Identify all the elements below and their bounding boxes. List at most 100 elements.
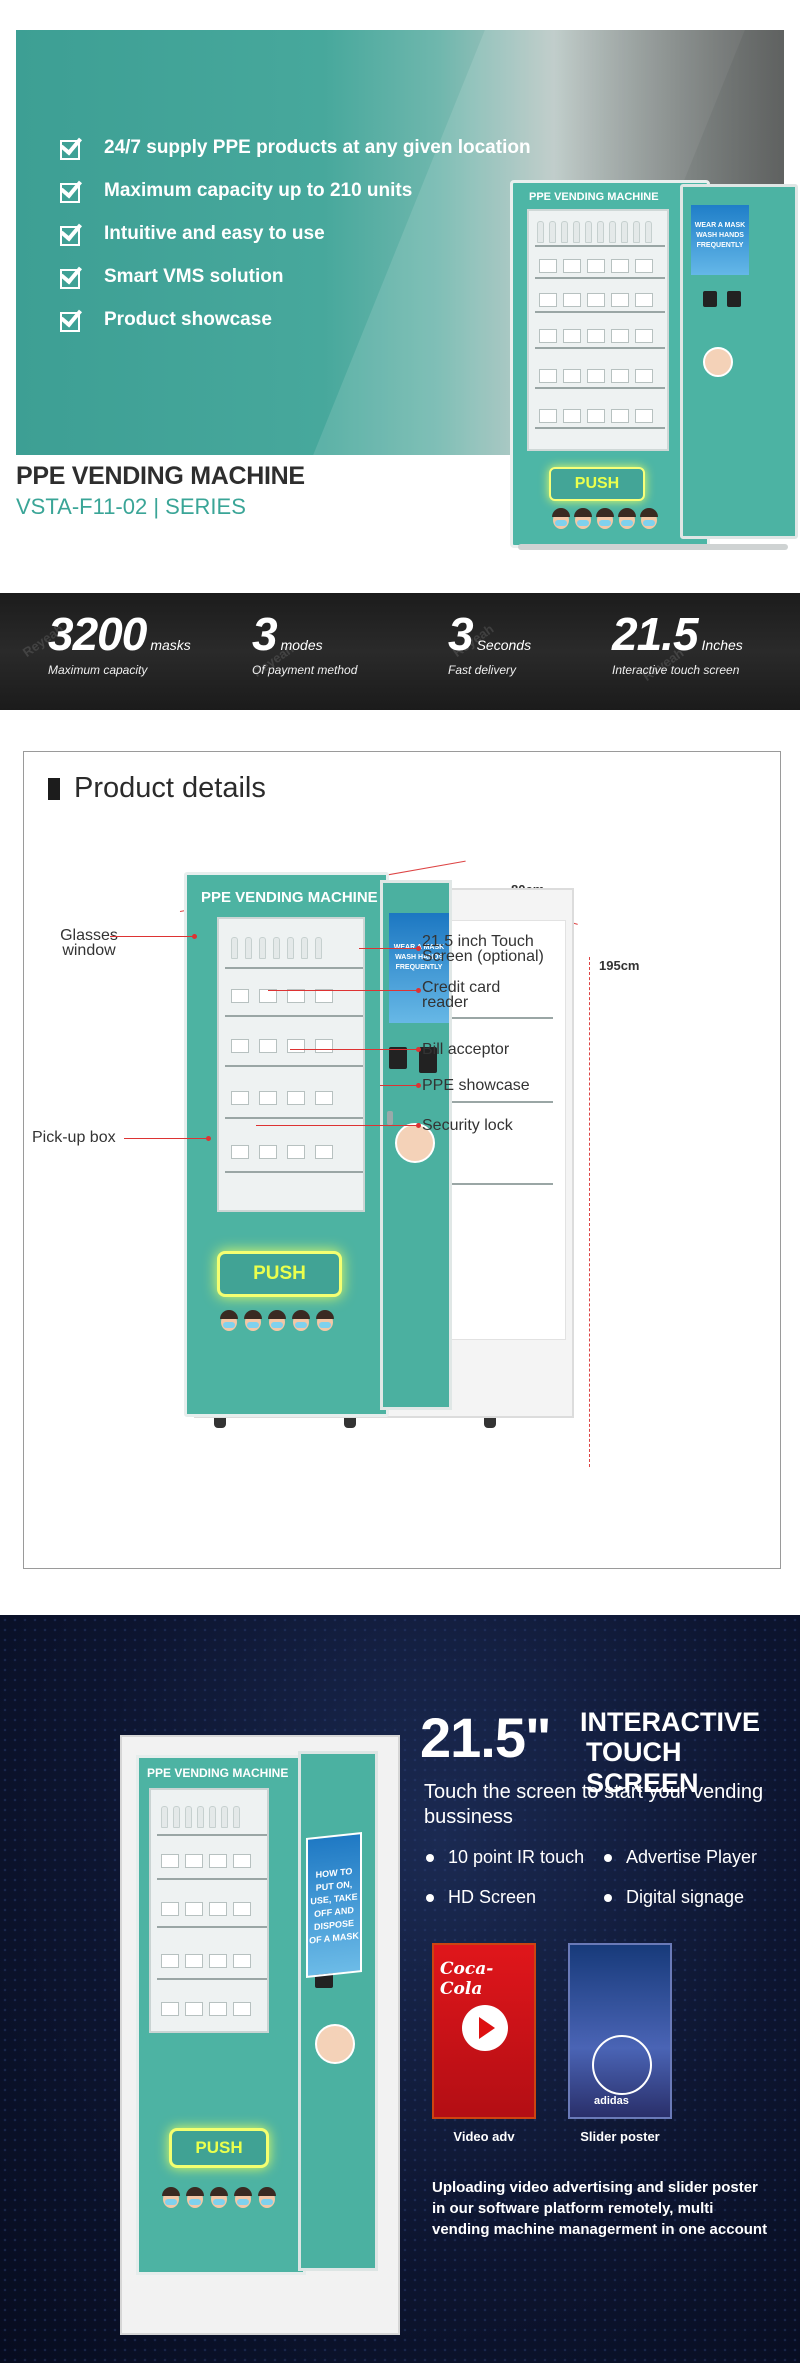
- push-door-label: PUSH: [549, 467, 645, 501]
- person-icon: [618, 508, 636, 529]
- person-icon: [186, 2187, 204, 2208]
- leader-line: [268, 990, 418, 991]
- bullet-item: 10 point IR touch: [426, 1847, 584, 1868]
- slider-poster: adidas: [568, 1943, 672, 2119]
- swipe-icon: [592, 2035, 652, 2095]
- screen-size-heading: 21.5": [420, 1706, 552, 1769]
- section-heading-text: Product details: [74, 772, 266, 804]
- heading-marker: [48, 777, 60, 800]
- person-icon: [162, 2187, 180, 2208]
- stat-value: 3: [252, 608, 278, 660]
- machine-title: PPE VENDING MACHINE: [529, 191, 659, 203]
- feature-text: Maximum capacity up to 210 units: [104, 179, 413, 201]
- security-lock-icon: [387, 1111, 393, 1125]
- upload-description: Uploading video advertising and slider p…: [432, 2179, 768, 2238]
- person-icon: [210, 2187, 228, 2208]
- stat-desc: Interactive touch screen: [612, 663, 740, 677]
- feature-text: Product showcase: [104, 308, 272, 330]
- label-pickup-box: Pick-up box: [32, 1129, 116, 1146]
- checkbox-icon: [59, 260, 86, 289]
- leader-line: [110, 936, 194, 937]
- person-icon: [640, 508, 658, 529]
- machine-body: PPE VENDING MACHINE PUSH: [510, 180, 710, 548]
- label-credit-card-reader: Credit card reader: [422, 979, 501, 1011]
- label-ppe-showcase: PPE showcase: [422, 1077, 530, 1094]
- stat-desc: Fast delivery: [448, 663, 517, 677]
- feature-item: 24/7 supply PPE products at any given lo…: [59, 126, 531, 169]
- leader-line: [290, 1049, 418, 1050]
- stat-value: 21.5: [612, 608, 699, 660]
- leader-line: [256, 1125, 418, 1126]
- person-icon: [596, 508, 614, 529]
- person-icon: [292, 1310, 310, 1331]
- product-series: VSTA-F11-02 | SERIES: [16, 494, 246, 519]
- person-icon: [268, 1310, 286, 1331]
- doctor-icon: [703, 347, 733, 377]
- bill-acceptor-icon: [419, 1047, 437, 1073]
- feature-text: Intuitive and easy to use: [104, 222, 325, 244]
- glasses-window: [217, 917, 365, 1212]
- feature-item: Product showcase: [59, 298, 531, 341]
- leader-dot: [416, 946, 421, 951]
- play-icon: [462, 2005, 508, 2051]
- product-details-panel: Product details 123cm 80cm 195cm PPE VEN…: [23, 751, 781, 1569]
- bullet-item: HD Screen: [426, 1887, 536, 1908]
- person-icon: [574, 508, 592, 529]
- push-door-label: PUSH: [169, 2128, 269, 2168]
- poster-caption: Video adv: [453, 2129, 515, 2144]
- machine-door: PPE VENDING MACHINE PUSH: [184, 872, 389, 1417]
- screen-popout: HOW TO PUT ON, USE, TAKE OFF AND DISPOSE…: [306, 1832, 362, 1978]
- leader-dot: [206, 1136, 211, 1141]
- stat-unit: masks: [150, 637, 191, 653]
- hero-section: 24/7 supply PPE products at any given lo…: [0, 0, 800, 560]
- person-icon: [316, 1310, 334, 1331]
- pickup-box: PUSH: [217, 1251, 342, 1297]
- person-icon: [220, 1310, 238, 1331]
- card-reader-icon: [389, 1047, 407, 1069]
- bullet-item: Digital signage: [604, 1887, 744, 1908]
- touch-screen-section: PPE VENDING MACHINE PUSH HOW TO: [0, 1615, 800, 2363]
- feature-text: Smart VMS solution: [104, 265, 284, 287]
- label-bill-acceptor: Bill acceptor: [422, 1041, 510, 1058]
- touch-screen: WEAR A MASK WASH HANDS FREQUENTLY: [691, 205, 749, 275]
- poster-brand: Coca-Cola: [440, 1959, 494, 1999]
- machine-title: PPE VENDING MACHINE: [147, 1766, 289, 1780]
- leader-line: [359, 948, 419, 949]
- machine-side-panel: [298, 1751, 378, 2271]
- stat-unit: modes: [280, 637, 323, 653]
- machine-title: PPE VENDING MACHINE: [201, 889, 378, 906]
- person-icon: [258, 2187, 276, 2208]
- feature-item: Maximum capacity up to 210 units: [59, 169, 531, 212]
- section-heading: Product details: [48, 772, 266, 805]
- heading-line-2: TOUCH SCREEN: [586, 1737, 699, 1798]
- poster-brand: adidas: [594, 2095, 629, 2107]
- stat-value: 3200: [48, 608, 147, 660]
- machine-base: [518, 544, 788, 550]
- feature-item: Smart VMS solution: [59, 255, 531, 298]
- touch-screen: WEAR A MASK WASH HANDS FREQUENTLY: [389, 913, 449, 1023]
- person-icon: [234, 2187, 252, 2208]
- vending-machine-image: PPE VENDING MACHINE PUSH HOW TO: [110, 1735, 410, 2335]
- leader-dot: [416, 1123, 421, 1128]
- height-dimension-line: [589, 957, 590, 1467]
- machine-side-panel: WEAR A MASK WASH HANDS FREQUENTLY: [680, 184, 798, 539]
- video-adv-poster: Coca-Cola: [432, 1943, 536, 2119]
- feature-item: Intuitive and easy to use: [59, 212, 531, 255]
- bullet-item: Advertise Player: [604, 1847, 757, 1868]
- machine-feet: [214, 1418, 574, 1428]
- person-icon: [244, 1310, 262, 1331]
- card-reader-icon: [703, 291, 717, 307]
- vending-machine-diagram: PPE VENDING MACHINE PUSH WEAR A MASK WA: [184, 872, 604, 1432]
- vending-machine-image: PPE VENDING MACHINE PUSH: [510, 180, 800, 552]
- bill-acceptor-icon: [727, 291, 741, 307]
- doctor-icon: [395, 1123, 435, 1163]
- stat-unit: Inches: [701, 637, 743, 653]
- product-window: [527, 209, 669, 451]
- product-title: PPE VENDING MACHINE: [16, 462, 305, 490]
- checkbox-icon: [59, 174, 86, 203]
- machine-side-panel: WEAR A MASK WASH HANDS FREQUENTLY: [380, 880, 452, 1410]
- machine-door: PPE VENDING MACHINE PUSH: [136, 1755, 306, 2275]
